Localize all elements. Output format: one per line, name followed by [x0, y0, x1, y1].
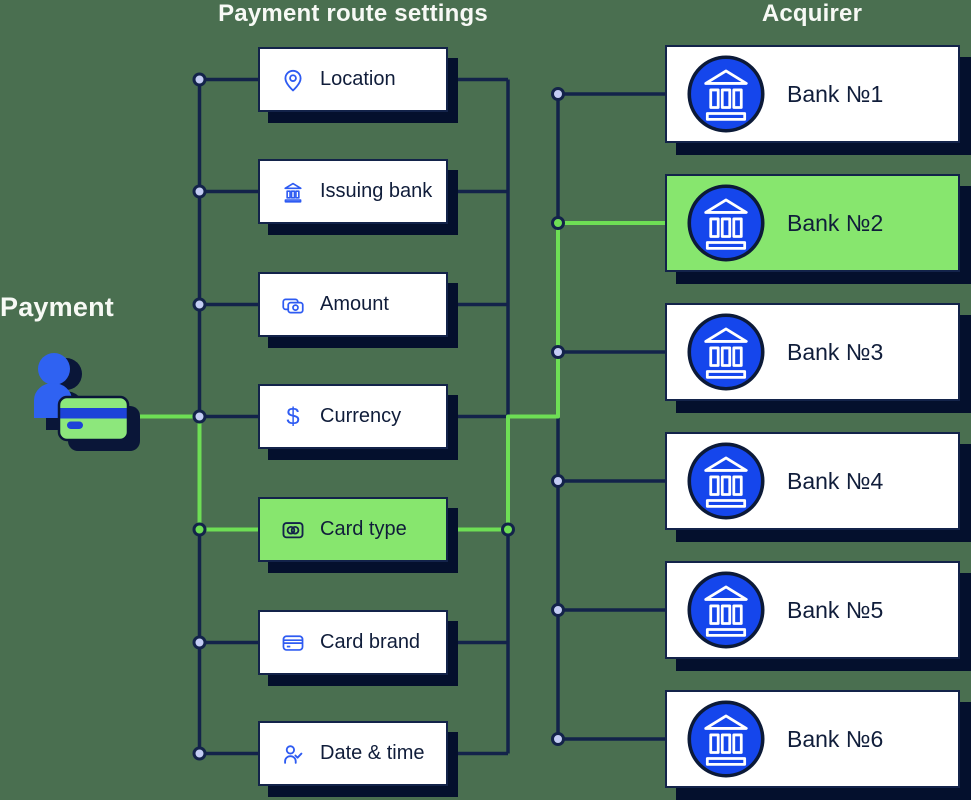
acquirer-node-label: Bank №1 [787, 80, 884, 107]
connector-dot [551, 603, 565, 617]
setting-node-label: Amount [320, 293, 389, 315]
connector-dot [551, 345, 565, 359]
credit-card-icon [57, 395, 140, 451]
route-highlight-line [132, 221, 665, 532]
user-check-icon [280, 741, 306, 767]
setting-node-label: Card brand [320, 631, 421, 653]
payment-illustration [34, 353, 140, 451]
card-circles-icon [280, 517, 306, 543]
acquirer-node-bank-2: Bank №2 [665, 174, 960, 272]
connector-dot [192, 184, 207, 199]
acquirer-node-bank-6: Bank №6 [665, 690, 960, 788]
setting-node-card-type: Card type [258, 497, 448, 562]
setting-node-label: Date & time [320, 742, 425, 764]
bank-icon [280, 179, 306, 205]
connector-dot [551, 87, 565, 101]
setting-node-location: Location [258, 47, 448, 112]
connector-dot [192, 297, 207, 312]
connector-dot-highlighted [192, 522, 207, 537]
svg-text:$: $ [286, 404, 299, 430]
acquirer-node-label: Bank №2 [787, 209, 884, 236]
setting-node-card-brand: Card brand [258, 610, 448, 675]
connector-dot [192, 635, 207, 650]
setting-node-currency: $ Currency [258, 384, 448, 449]
setting-node-label: Location [320, 68, 396, 90]
connector-dot [551, 732, 565, 746]
acquirer-node-bank-3: Bank №3 [665, 303, 960, 401]
acquirer-column-title: Acquirer [761, 0, 863, 27]
bank-circle-icon [687, 55, 765, 133]
connector-dot [192, 746, 207, 761]
acquirer-node-label: Bank №5 [787, 596, 884, 623]
bank-circle-icon [687, 571, 765, 649]
connector-dot [192, 409, 207, 424]
banknotes-icon [280, 292, 306, 318]
bank-circle-icon [687, 184, 765, 262]
settings-column-title: Payment route settings [218, 0, 488, 27]
acquirer-node-bank-4: Bank №4 [665, 432, 960, 530]
acquirer-node-bank-1: Bank №1 [665, 45, 960, 143]
bank-circle-icon [687, 313, 765, 391]
acquirer-node-bank-5: Bank №5 [665, 561, 960, 659]
connector-dot-highlighted [551, 216, 565, 230]
setting-node-amount: Amount [258, 272, 448, 337]
credit-card-icon [280, 630, 306, 656]
location-pin-icon [280, 67, 306, 93]
connector-dots-acquirer [551, 87, 565, 746]
setting-node-date-time: Date & time [258, 721, 448, 786]
connector-dot-highlighted [501, 522, 515, 537]
connector-dot [551, 474, 565, 488]
acquirer-node-label: Bank №6 [787, 725, 884, 752]
bank-circle-icon [687, 442, 765, 520]
setting-node-label: Card type [320, 518, 407, 540]
setting-node-label: Issuing bank [320, 180, 433, 202]
acquirer-node-label: Bank №3 [787, 338, 884, 365]
connector-dots-settings [192, 72, 515, 761]
acquirer-node-label: Bank №4 [787, 467, 884, 494]
dollar-icon: $ [280, 404, 306, 430]
person-icon [34, 353, 84, 430]
setting-node-issuing-bank: Issuing bank [258, 159, 448, 224]
connector-dot [192, 72, 207, 87]
payment-source-label: Payment [0, 292, 114, 322]
setting-node-label: Currency [320, 405, 402, 427]
bank-circle-icon [687, 700, 765, 778]
